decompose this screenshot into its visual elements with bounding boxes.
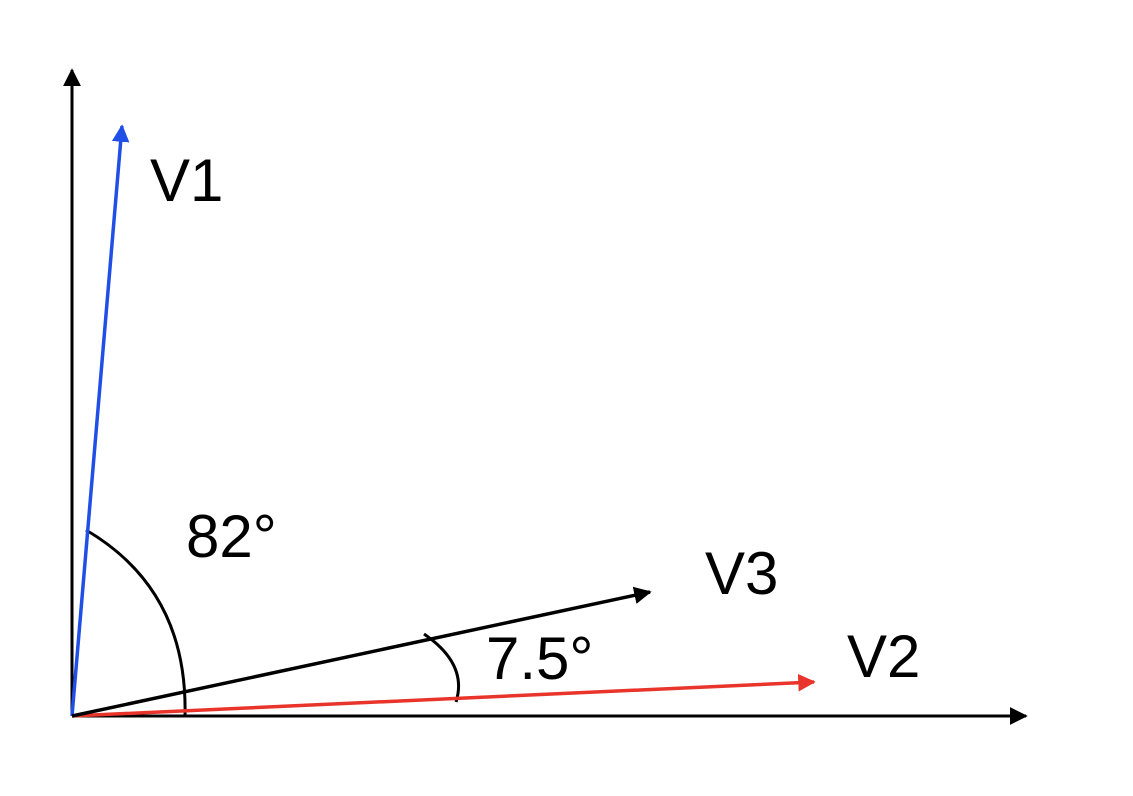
label-angle-82: 82° [186, 503, 277, 570]
label-angle-7-5: 7.5° [486, 625, 593, 692]
vector-v2 [71, 673, 816, 718]
vector-v3 [71, 586, 652, 718]
vector-v1 [70, 124, 130, 717]
angle-arc-82 [85, 528, 187, 717]
label-v2: V2 [847, 623, 920, 690]
angle-arc-7-5 [423, 632, 461, 703]
label-v3: V3 [705, 540, 778, 607]
label-v1: V1 [150, 147, 223, 214]
